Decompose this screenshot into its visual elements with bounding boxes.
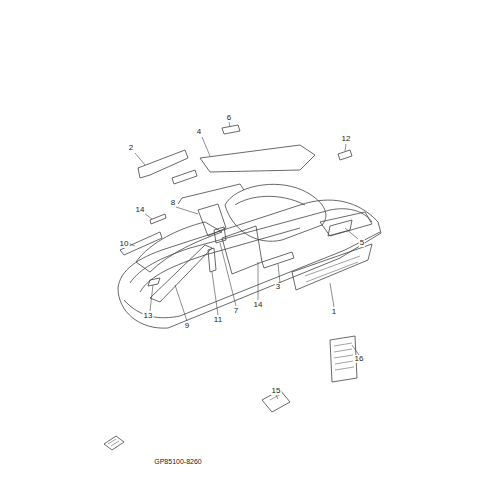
decal-2b [172, 170, 197, 184]
leader-lines [128, 122, 359, 399]
callout-number: 12 [341, 135, 352, 143]
handlebar [178, 184, 244, 204]
callout-number: 9 [184, 322, 190, 330]
decal-2 [138, 150, 188, 178]
hull-outline [118, 200, 381, 328]
callout-number: 14 [135, 206, 146, 214]
decal-14 [150, 214, 166, 224]
decal-11 [208, 248, 216, 272]
decal-16-lines [334, 343, 354, 370]
seat-seam [235, 196, 305, 205]
reference-icon-detail [108, 439, 119, 446]
callout-number: 13 [143, 312, 154, 320]
decal-1-script [305, 256, 360, 282]
decal-12 [338, 150, 352, 160]
decal-7 [214, 227, 226, 243]
callout-number: 7 [233, 307, 239, 315]
callout-number: 15 [271, 387, 282, 395]
seat [225, 184, 326, 241]
callout-number: 5 [359, 239, 365, 247]
steering-column [198, 204, 226, 236]
decal-1 [292, 244, 372, 290]
decal-6 [222, 125, 240, 134]
callout-number: 11 [213, 316, 223, 324]
drawing-code: GP85100-8260 [153, 458, 202, 465]
callout-number: 1 [331, 308, 337, 316]
callout-number: 2 [128, 144, 134, 152]
callout-number: 3 [275, 283, 281, 291]
callout-number: 10 [119, 240, 130, 248]
callout-number: 14 [253, 301, 264, 309]
footwell [222, 226, 262, 274]
callout-number: 4 [196, 128, 202, 136]
decal-5 [328, 220, 352, 236]
hull-chine [124, 232, 380, 318]
gunwale [130, 209, 372, 283]
decal-9 [150, 245, 212, 302]
rear-deck [320, 212, 372, 236]
callout-number: 8 [170, 199, 176, 207]
reference-icon [104, 436, 124, 450]
decal-4 [200, 145, 315, 172]
callout-number: 6 [226, 114, 232, 122]
decal-13 [148, 278, 160, 286]
callout-number: 16 [354, 355, 365, 363]
